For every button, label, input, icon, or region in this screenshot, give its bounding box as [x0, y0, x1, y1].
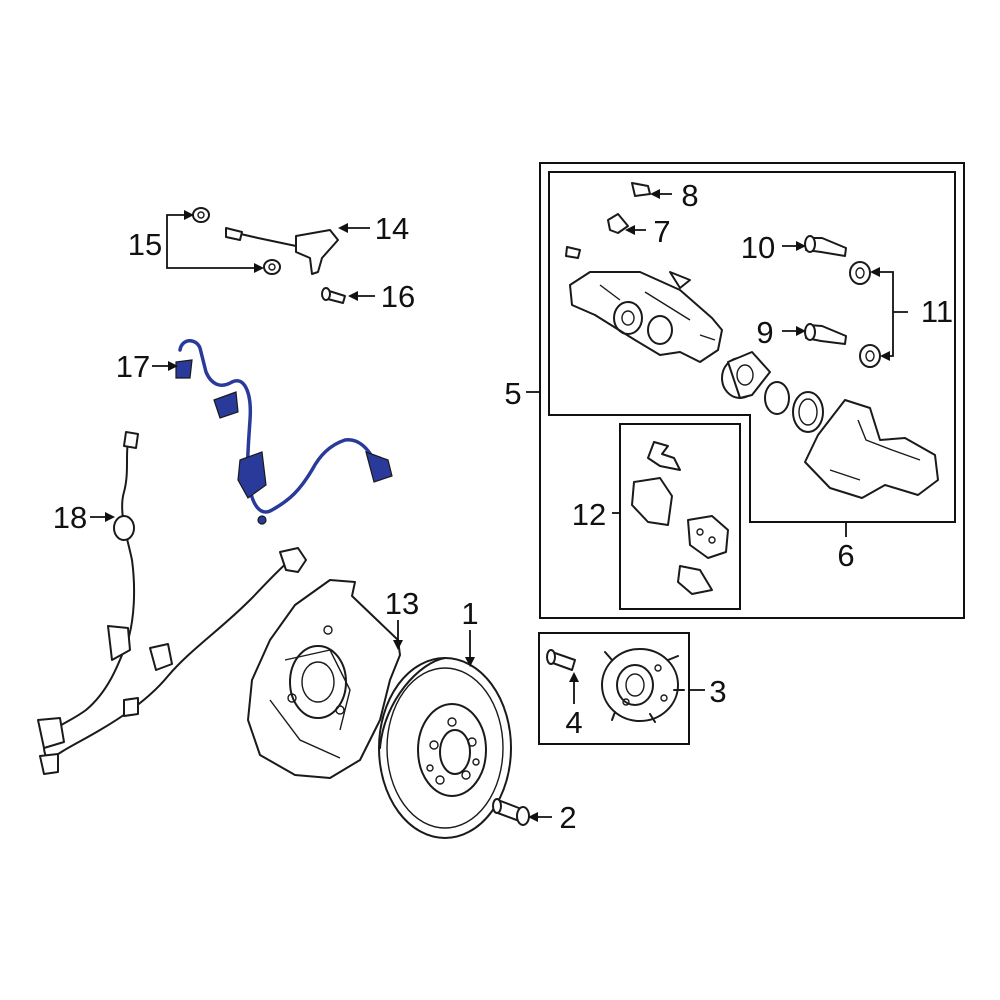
leader-11	[872, 271, 908, 357]
bleeder-screw	[631, 182, 651, 197]
hub-bolt	[546, 649, 576, 671]
caliper-bracket	[804, 399, 939, 499]
callout-12: 12	[572, 497, 606, 532]
piston-boot	[792, 391, 824, 433]
hose-washer-lower	[263, 259, 281, 275]
callout-13: 13	[385, 586, 419, 621]
callout-5: 5	[504, 376, 521, 411]
callout-15: 15	[128, 227, 162, 262]
hub-assembly-box	[538, 632, 690, 745]
caliper-piston	[721, 351, 771, 399]
brake-line	[37, 431, 307, 775]
guide-pin-boot-upper	[849, 261, 871, 285]
callout-14: 14	[375, 211, 409, 246]
rotor-bolt	[492, 798, 530, 826]
callout-18: 18	[53, 500, 87, 535]
callout-1: 1	[461, 596, 478, 631]
abs-sensor	[175, 339, 393, 525]
dust-shield	[247, 579, 401, 779]
callout-10: 10	[741, 230, 775, 265]
callout-2: 2	[559, 800, 576, 835]
pad-clip-lower	[677, 565, 713, 595]
caliper-bleeder	[565, 246, 581, 259]
piston-seal	[764, 381, 790, 415]
hose-washer-upper	[192, 207, 210, 223]
leader-15	[166, 214, 262, 269]
brake-pad-outer	[687, 515, 729, 559]
callout-9: 9	[756, 315, 773, 350]
guide-pin-boot-lower	[859, 344, 881, 368]
callout-7: 7	[653, 214, 670, 249]
bleeder-cap	[607, 213, 629, 234]
callout-16: 16	[381, 279, 415, 314]
caliper-assembly-box	[539, 162, 965, 619]
brake-hose	[225, 227, 339, 275]
guide-pin-9	[804, 323, 847, 345]
callout-6: 6	[837, 538, 854, 573]
caliper-housing	[569, 271, 723, 363]
callout-3: 3	[709, 674, 726, 709]
caliper-subassembly-box	[548, 171, 956, 523]
hose-bolt	[321, 287, 346, 304]
pad-kit-box	[619, 423, 741, 610]
guide-pin-10	[804, 235, 847, 257]
brake-rotor	[378, 657, 512, 839]
callout-8: 8	[681, 178, 698, 213]
wheel-hub	[601, 648, 685, 723]
brake-pad-inner	[631, 477, 673, 526]
callout-11: 11	[921, 294, 953, 329]
callout-4: 4	[565, 705, 582, 740]
callout-17: 17	[116, 349, 150, 384]
pad-clip-upper	[647, 441, 681, 471]
